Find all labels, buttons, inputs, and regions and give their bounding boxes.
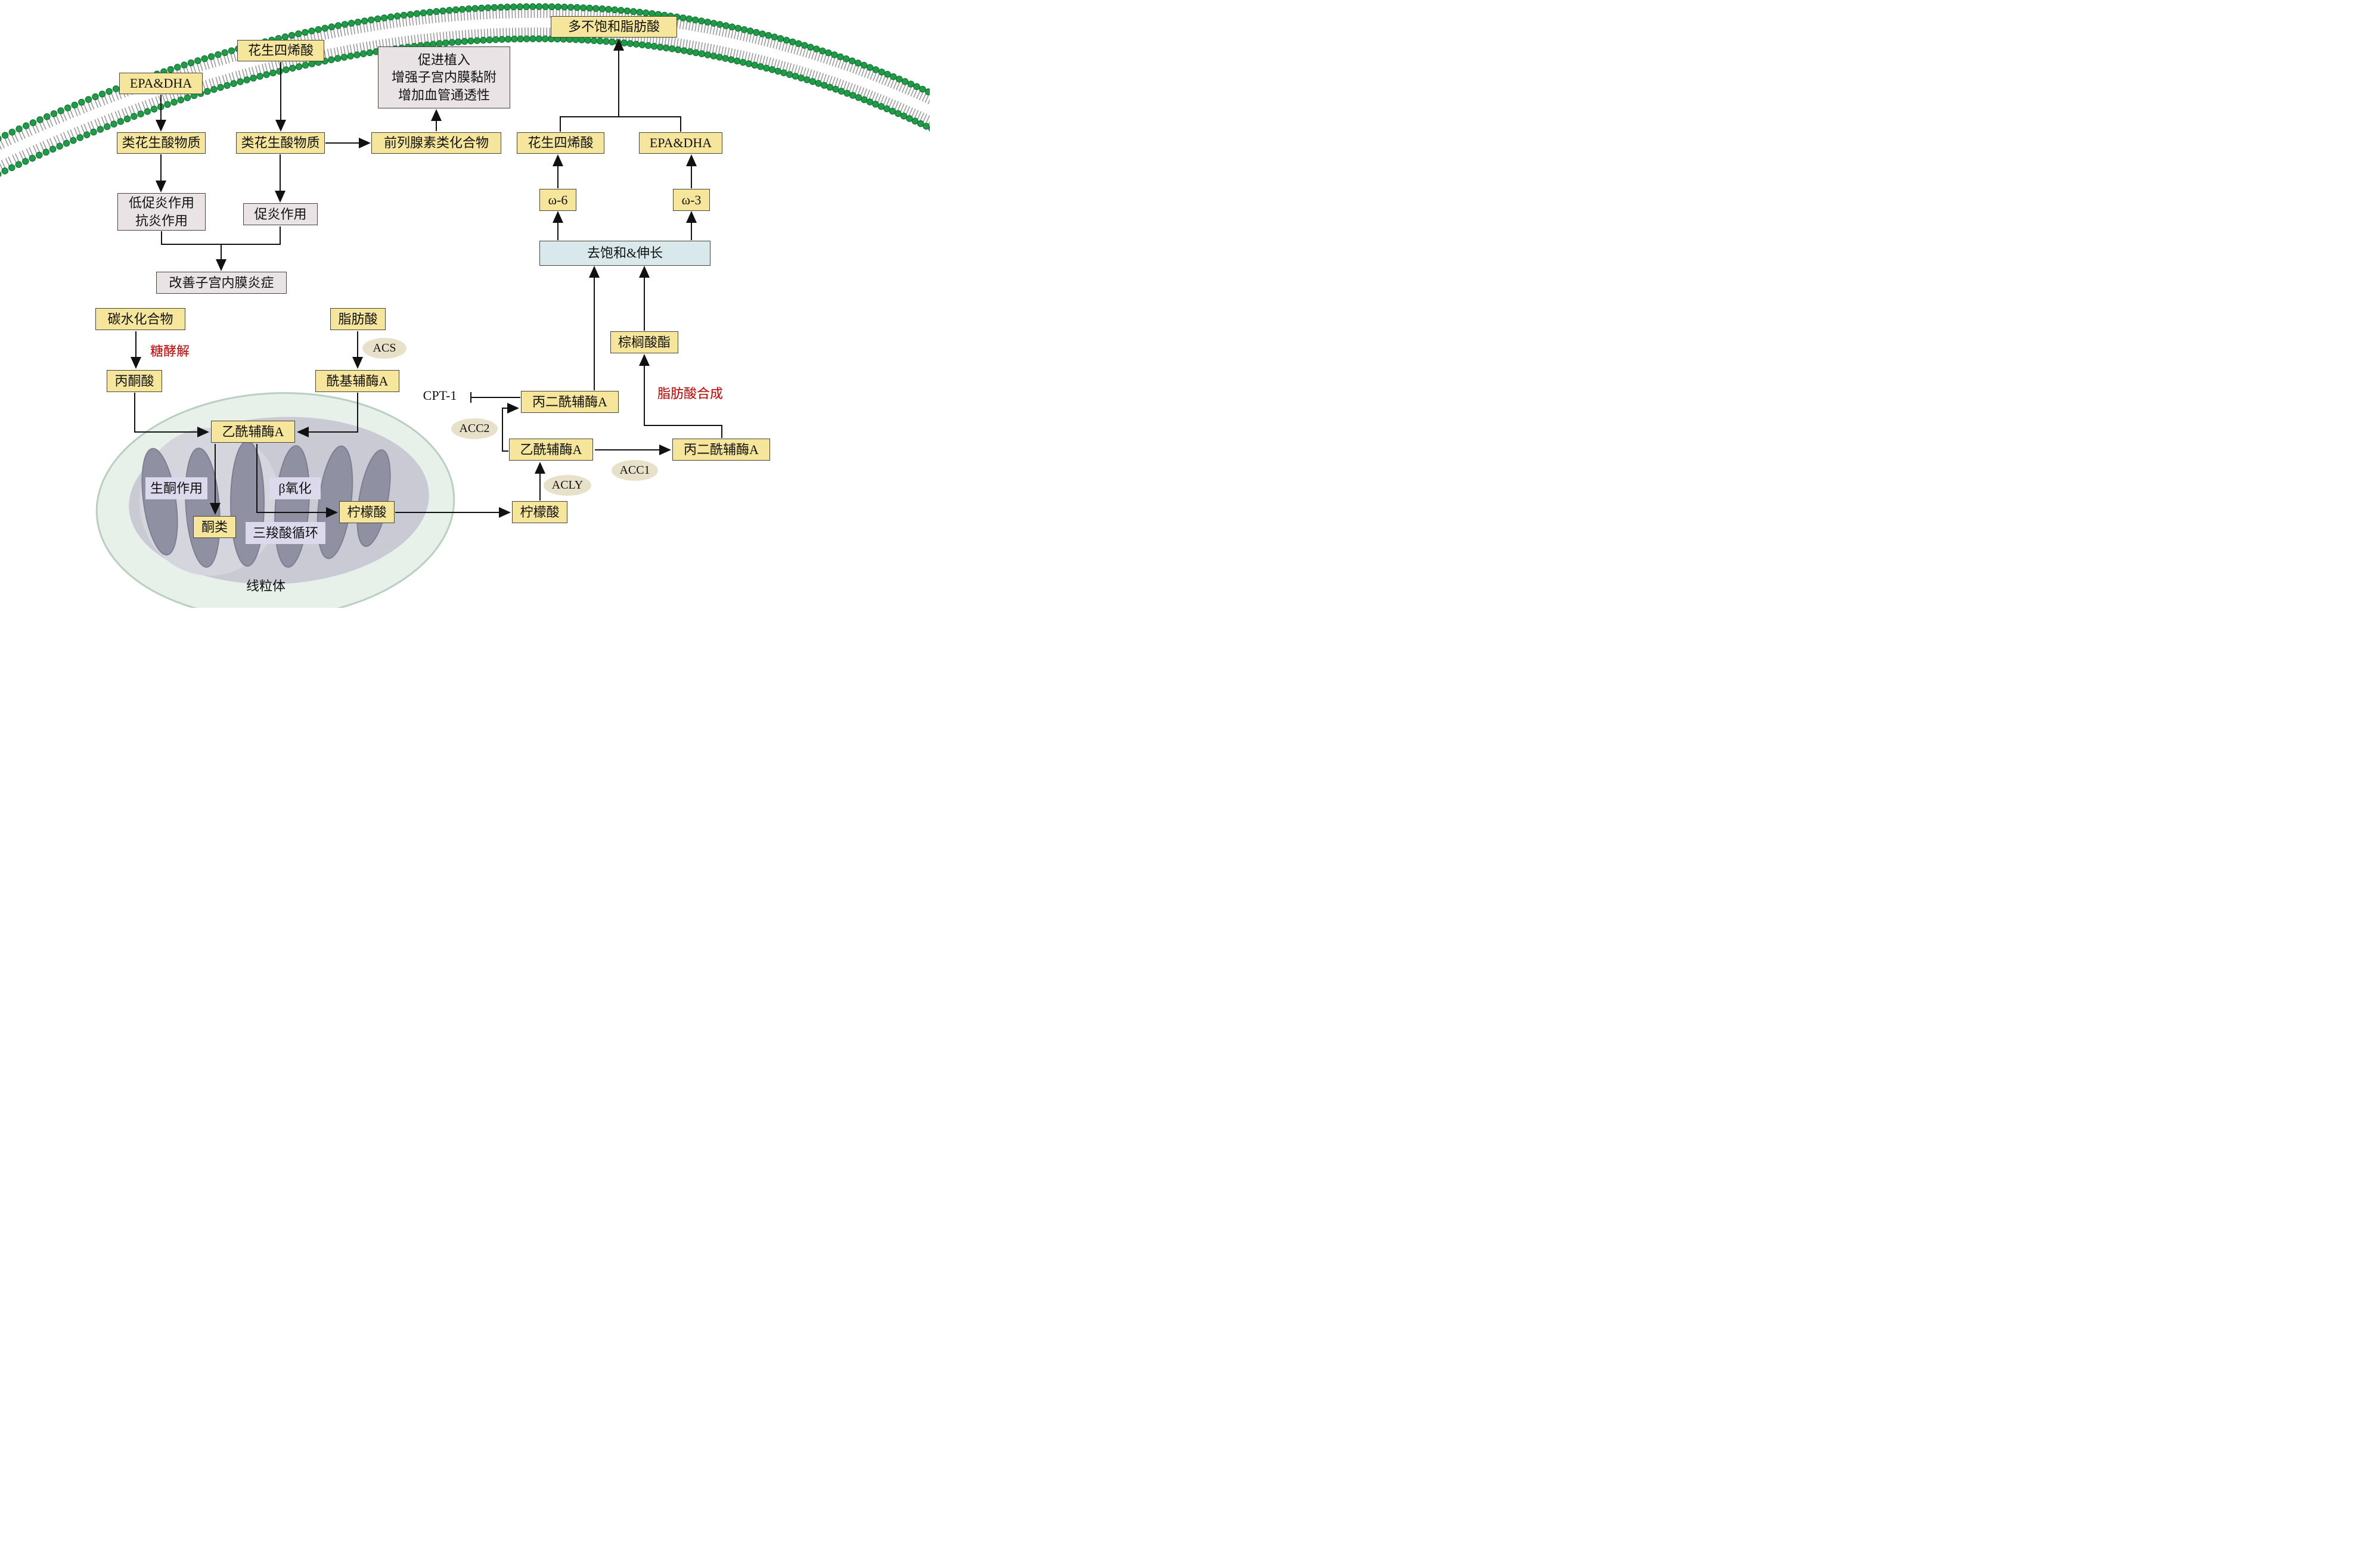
- node-proinflammatory: 促炎作用: [243, 203, 318, 225]
- badge-acc2-enzyme: ACC2: [451, 418, 498, 439]
- node-prostaglandins: 前列腺素类化合物: [371, 132, 501, 154]
- node-citrate-cyto: 柠檬酸: [512, 501, 567, 523]
- arrow-malonyl2-to-palmitate: [639, 354, 722, 438]
- label-glycolysis: 糖酵解: [150, 344, 190, 359]
- badge-acs-enzyme: ACS: [362, 338, 407, 359]
- node-fatty-acid: 脂肪酸: [330, 308, 386, 330]
- node-ketones: 酮类: [193, 516, 236, 538]
- badge-acc1-enzyme: ACC1: [612, 460, 658, 481]
- arrow-acylcoa-to-acetyl: [297, 393, 358, 437]
- node-pyruvate: 丙酮酸: [107, 370, 162, 392]
- line-pufa-merge: [560, 116, 681, 132]
- arrow-tca-to-citrate: [256, 444, 338, 518]
- label-mitochondria: 线粒体: [246, 579, 286, 594]
- node-omega-3: ω-3: [673, 189, 710, 211]
- node-acetyl-coa-cyto: 乙酰辅酶A: [509, 439, 593, 461]
- node-pufa: 多不饱和脂肪酸: [551, 16, 677, 38]
- label-cpt1-enzyme: CPT-1: [423, 388, 457, 403]
- node-epa-dha-membrane: EPA&DHA: [119, 73, 203, 94]
- node-malonyl-coa-upper: 丙二酰辅酶A: [521, 391, 619, 413]
- arrow-acetyl-to-malonyl-acc2: [502, 403, 519, 452]
- label-fatty-acid-synthesis: 脂肪酸合成: [657, 386, 723, 402]
- node-citrate-mito: 柠檬酸: [339, 501, 395, 523]
- pathway-diagram: 花生四烯酸 EPA&DHA 多不饱和脂肪酸 促进植入 增强子宫内膜黏附 增加血管…: [0, 0, 930, 608]
- node-arachidonic-acid: 花生四烯酸: [517, 132, 604, 154]
- label-tca-cycle: 三羧酸循环: [246, 522, 325, 544]
- node-omega-6: ω-6: [539, 189, 576, 211]
- node-desaturation-elongation: 去饱和&伸长: [539, 241, 710, 266]
- node-eicosanoids-right: 类花生酸物质: [236, 132, 325, 154]
- node-arachidonic-acid-membrane: 花生四烯酸: [237, 40, 324, 61]
- node-eicosanoids-left: 类花生酸物质: [117, 132, 206, 154]
- node-acyl-coa: 酰基辅酶A: [315, 370, 399, 392]
- node-low-proinflammatory: 低促炎作用 抗炎作用: [117, 193, 206, 231]
- label-beta-oxidation: β氧化: [269, 477, 321, 499]
- arrow-connectors: [131, 39, 722, 518]
- node-acetyl-coa-mito: 乙酰辅酶A: [211, 421, 295, 443]
- node-malonyl-coa-right: 丙二酰辅酶A: [672, 439, 770, 461]
- node-carbohydrate: 碳水化合物: [95, 308, 185, 330]
- node-epa-dha: EPA&DHA: [639, 132, 722, 154]
- label-ketogenesis: 生酮作用: [145, 477, 207, 499]
- node-palmitate: 棕榈酸酯: [610, 331, 678, 353]
- badge-acly-enzyme: ACLY: [544, 475, 591, 496]
- node-improve-endometritis: 改善子宫内膜炎症: [156, 272, 287, 294]
- arrow-pyruvate-to-acetyl: [134, 393, 209, 437]
- node-implantation-effects: 促进植入 增强子宫内膜黏附 增加血管通透性: [378, 46, 510, 108]
